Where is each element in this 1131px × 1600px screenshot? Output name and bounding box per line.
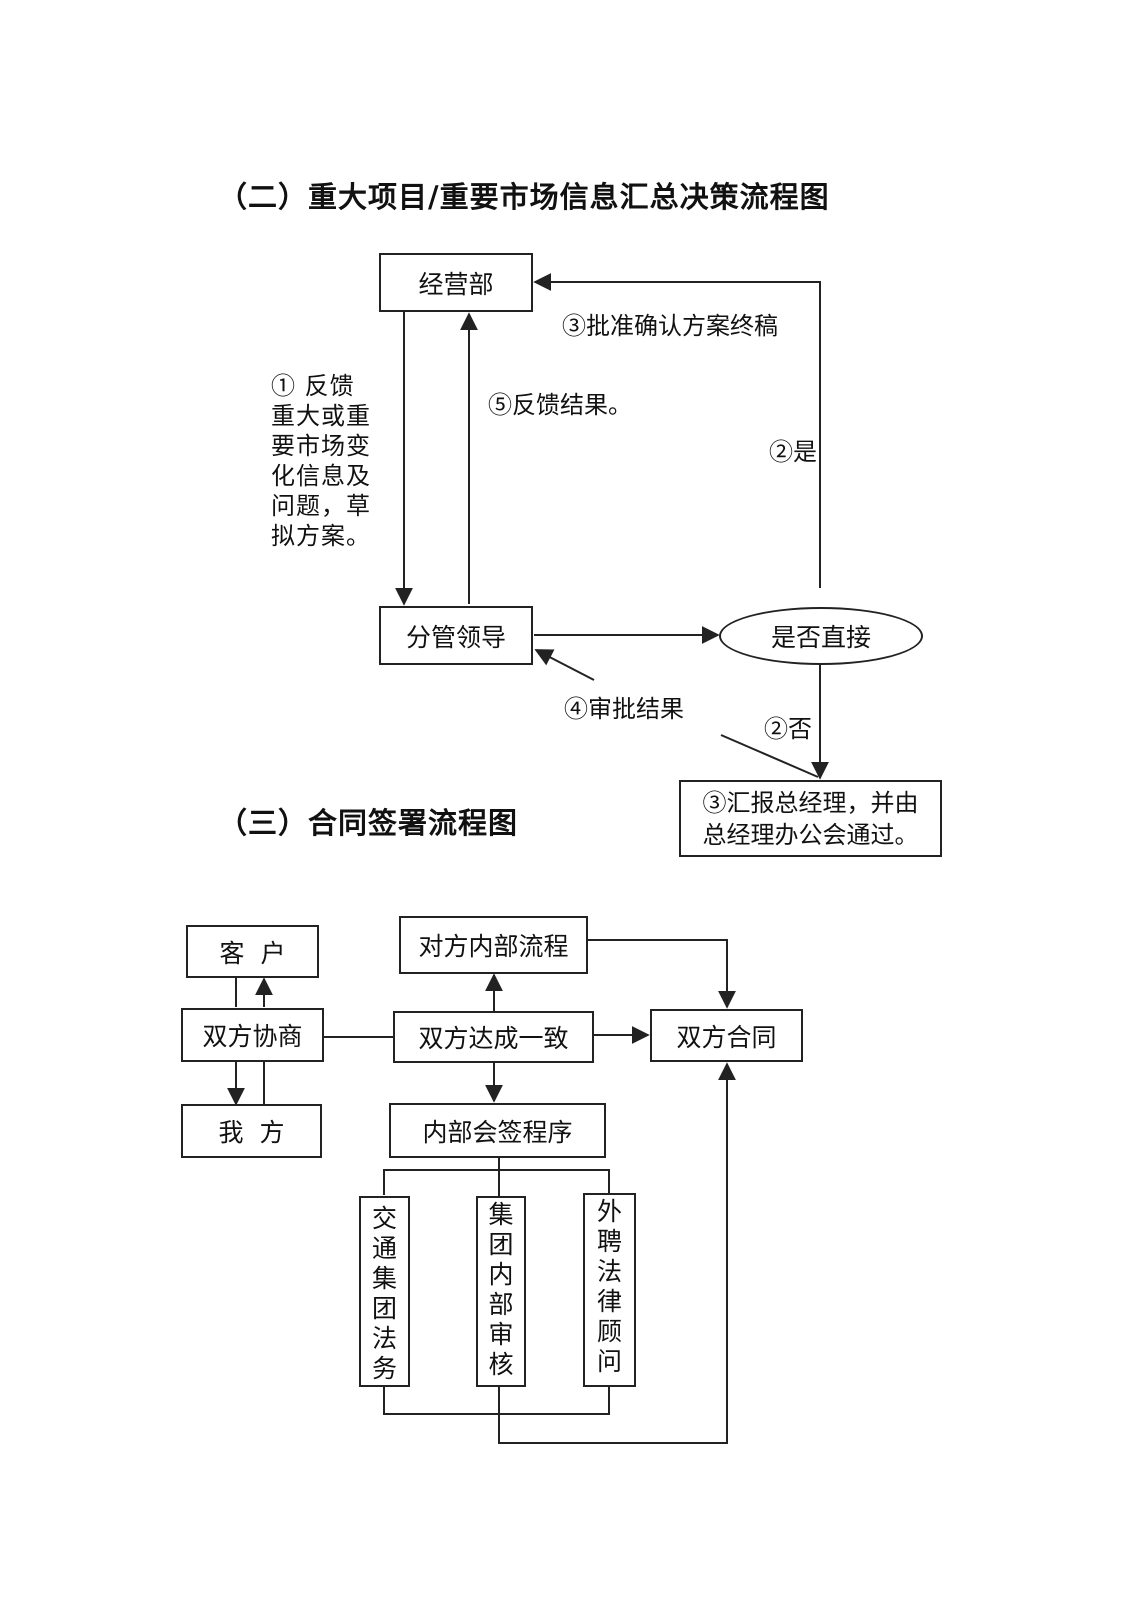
internal-audit-char: 核 bbox=[488, 1350, 514, 1379]
node-business-dept: 经营部 bbox=[379, 253, 533, 312]
label-approval-result: ④审批结果 bbox=[564, 695, 684, 723]
label-approve-final: ③批准确认方案终稿 bbox=[562, 312, 778, 340]
external-counsel-char: 聘 bbox=[596, 1227, 622, 1256]
legal-group-char: 交 bbox=[371, 1204, 397, 1233]
feedback-info-line-6: 拟方案。 bbox=[271, 522, 371, 550]
node-contract: 双方合同 bbox=[650, 1009, 803, 1062]
external-counsel-char: 问 bbox=[596, 1347, 622, 1376]
node-negotiate: 双方协商 bbox=[181, 1008, 324, 1062]
arrow-counterparty-to-contract bbox=[587, 939, 736, 1009]
node-internal-sign: 内部会签程序 bbox=[389, 1103, 606, 1158]
legal-group-char: 法 bbox=[371, 1324, 397, 1353]
external-counsel-char: 律 bbox=[596, 1287, 622, 1316]
internal-audit-char: 审 bbox=[488, 1320, 514, 1349]
node-agreement: 双方达成一致 bbox=[393, 1011, 594, 1063]
section3-title: （三）合同签署流程图 bbox=[218, 806, 519, 840]
arrow-approval-to-leader bbox=[534, 649, 595, 681]
bracket-top bbox=[383, 1169, 610, 1195]
internal-audit-char: 集 bbox=[488, 1200, 514, 1229]
label-feedback-result: ⑤反馈结果。 bbox=[488, 391, 632, 419]
feedback-info-line-1: ① 反馈 bbox=[271, 372, 355, 400]
node-our-side: 我 方 bbox=[181, 1104, 322, 1158]
node-legal-group: 交 通 集 团 法 务 bbox=[359, 1196, 410, 1387]
feedback-info-line-3: 要市场变 bbox=[271, 432, 371, 460]
feedback-info-line-5: 问题，草 bbox=[271, 492, 371, 520]
node-internal-audit: 集 团 内 部 审 核 bbox=[476, 1196, 526, 1387]
internal-audit-char: 团 bbox=[488, 1230, 514, 1259]
label-feedback-info: ① 反馈 重大或重 要市场变 化信息及 问题，草 拟方案。 bbox=[271, 371, 371, 551]
external-counsel-char: 法 bbox=[596, 1257, 622, 1286]
node-counterparty-process: 对方内部流程 bbox=[399, 916, 588, 974]
bracket-bottom bbox=[383, 1387, 610, 1415]
legal-group-char: 通 bbox=[371, 1234, 397, 1263]
legal-group-char: 集 bbox=[371, 1264, 397, 1293]
arrow-audit-to-contract bbox=[498, 1062, 736, 1444]
label-no: ②否 bbox=[764, 715, 812, 743]
label-yes: ②是 bbox=[769, 438, 817, 466]
legal-group-char: 团 bbox=[371, 1294, 397, 1323]
legal-group-char: 务 bbox=[371, 1354, 397, 1383]
feedback-info-line-2: 重大或重 bbox=[271, 402, 371, 430]
node-external-counsel: 外 聘 法 律 顾 问 bbox=[583, 1193, 636, 1387]
internal-audit-char: 内 bbox=[488, 1260, 514, 1289]
external-counsel-char: 顾 bbox=[596, 1317, 622, 1346]
node-leader: 分管领导 bbox=[379, 606, 533, 665]
node-decision: 是否直接 bbox=[719, 607, 923, 665]
node-report-gm: ③汇报总经理，并由 总经理办公会通过。 bbox=[679, 780, 942, 857]
report-gm-line-1: ③汇报总经理，并由 bbox=[702, 788, 919, 817]
section2-title: （二）重大项目/重要市场信息汇总决策流程图 bbox=[218, 180, 830, 214]
arrow-yes-to-business bbox=[533, 273, 821, 588]
internal-audit-char: 部 bbox=[488, 1290, 514, 1319]
feedback-info-line-4: 化信息及 bbox=[271, 462, 371, 490]
report-gm-line-2: 总经理办公会通过。 bbox=[702, 820, 919, 849]
node-customer: 客 户 bbox=[186, 925, 319, 978]
external-counsel-char: 外 bbox=[596, 1197, 622, 1226]
line-from-gm bbox=[720, 734, 819, 778]
